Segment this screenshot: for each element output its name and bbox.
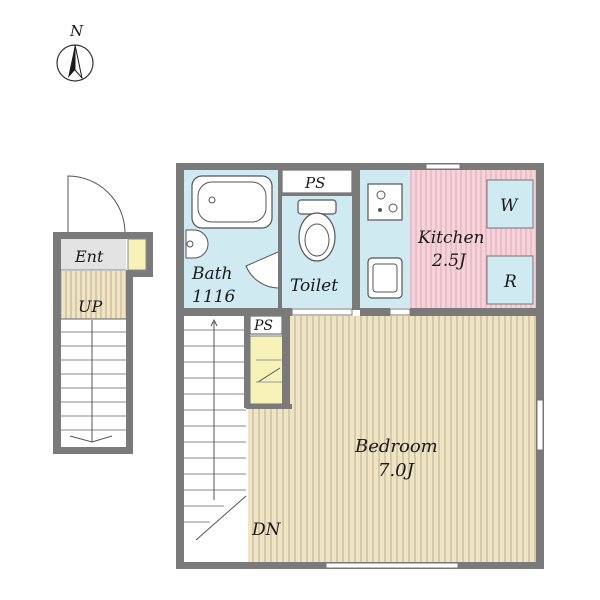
bath-door	[245, 251, 279, 289]
toilet-icon	[297, 199, 337, 262]
kitchen-size: 2.5J	[431, 251, 467, 271]
bath-label: Bath	[191, 264, 232, 284]
bedroom-side-window	[536, 399, 544, 451]
kitchen-sink-icon	[367, 257, 403, 299]
entrance-door	[67, 175, 126, 233]
up-landing	[61, 271, 126, 319]
entrance-floor	[61, 239, 126, 270]
fridge-space	[486, 255, 534, 305]
stairs-down-label: DN	[251, 520, 282, 540]
kitchen-window	[425, 163, 461, 170]
stairs-up-label: UP	[78, 297, 102, 316]
stove-icon	[367, 183, 403, 221]
kitchen-label: Kitchen	[417, 228, 484, 248]
bedroom-size: 7.0J	[378, 460, 416, 481]
north-label: N	[69, 22, 84, 40]
down-stair-treads	[184, 329, 246, 523]
wash-basin-icon	[185, 229, 209, 259]
bedroom-label: Bedroom	[354, 436, 438, 457]
bedroom-alcove	[248, 408, 292, 562]
stair-down-area	[184, 316, 246, 562]
washer-label: W	[500, 196, 519, 216]
toilet-label: Toilet	[290, 276, 338, 296]
main-unit: Bath 1116 PS Toilet Kitchen 2.5J W R PS …	[176, 163, 544, 569]
ps-top-label: PS	[304, 174, 325, 192]
ps-mid-label: PS	[253, 318, 273, 334]
bath-size: 1116	[192, 287, 235, 307]
north-arrow-icon: N	[56, 22, 94, 82]
entrance-storage	[127, 238, 147, 271]
bathtub-icon	[191, 175, 273, 229]
washer-space	[486, 179, 534, 229]
fridge-label: R	[503, 272, 517, 292]
bedroom-window	[325, 562, 459, 569]
up-stair-treads	[61, 331, 126, 431]
entrance-label: Ent	[74, 247, 104, 266]
entrance-block: Ent UP	[53, 175, 153, 454]
bedroom-floor	[290, 316, 536, 562]
